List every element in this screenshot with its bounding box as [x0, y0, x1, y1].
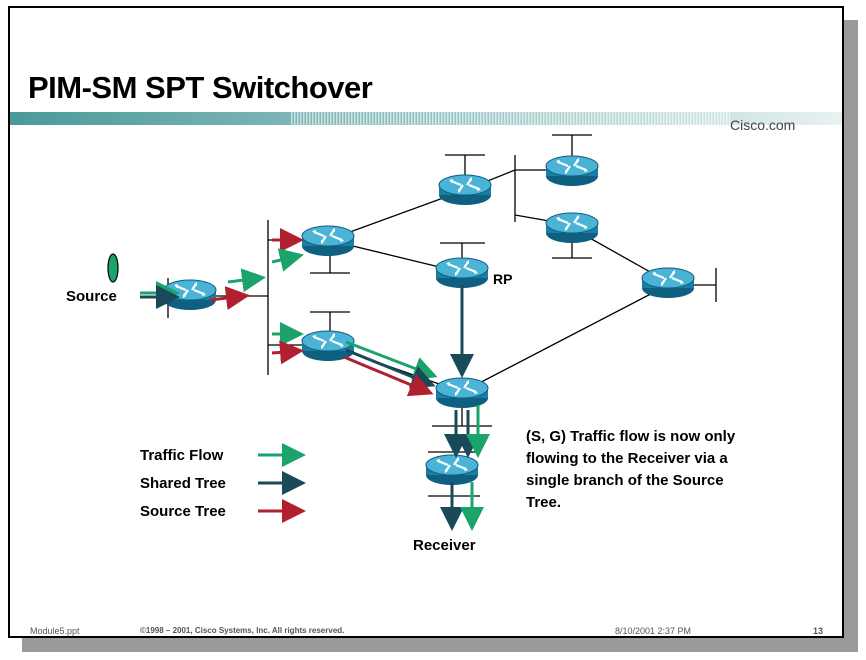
note-line-2: flowing to the Receiver via a [526, 450, 728, 467]
router-upper-left [300, 224, 356, 258]
legend-traffic-label: Traffic Flow [140, 447, 224, 464]
router-top-right-lower [544, 211, 600, 245]
legend-shared-label: Shared Tree [140, 475, 226, 492]
footer-copyright: ©1998 – 2001, Cisco Systems, Inc. All ri… [140, 626, 345, 635]
router-receiver-edge [434, 376, 490, 410]
router-top-right-upper [544, 154, 600, 188]
footer-file: Module5.ppt [30, 626, 80, 636]
cisco-brand: Cisco.com [730, 117, 796, 133]
note-line-3: single branch of the Source [526, 472, 724, 489]
note-line-4: Tree. [526, 494, 561, 511]
footer-page: 13 [813, 626, 824, 636]
source-host-icon [107, 253, 119, 283]
router-receiver [424, 453, 480, 487]
router-top-center [437, 173, 493, 207]
rp-label: RP [493, 271, 512, 287]
slide-title: PIM-SM SPT Switchover [28, 70, 373, 105]
router-far-right [640, 266, 696, 300]
header-bar-stripes [290, 112, 730, 125]
router-rp [434, 256, 490, 290]
source-label: Source [66, 288, 117, 305]
slide [8, 6, 844, 638]
traffic-arrows [140, 228, 490, 531]
note-line-1: (S, G) Traffic flow is now only [526, 428, 736, 445]
router-source-edge [162, 278, 218, 312]
legend-source-label: Source Tree [140, 503, 226, 520]
footer-date: 8/10/2001 2:37 PM [615, 626, 692, 636]
receiver-label: Receiver [413, 537, 476, 554]
